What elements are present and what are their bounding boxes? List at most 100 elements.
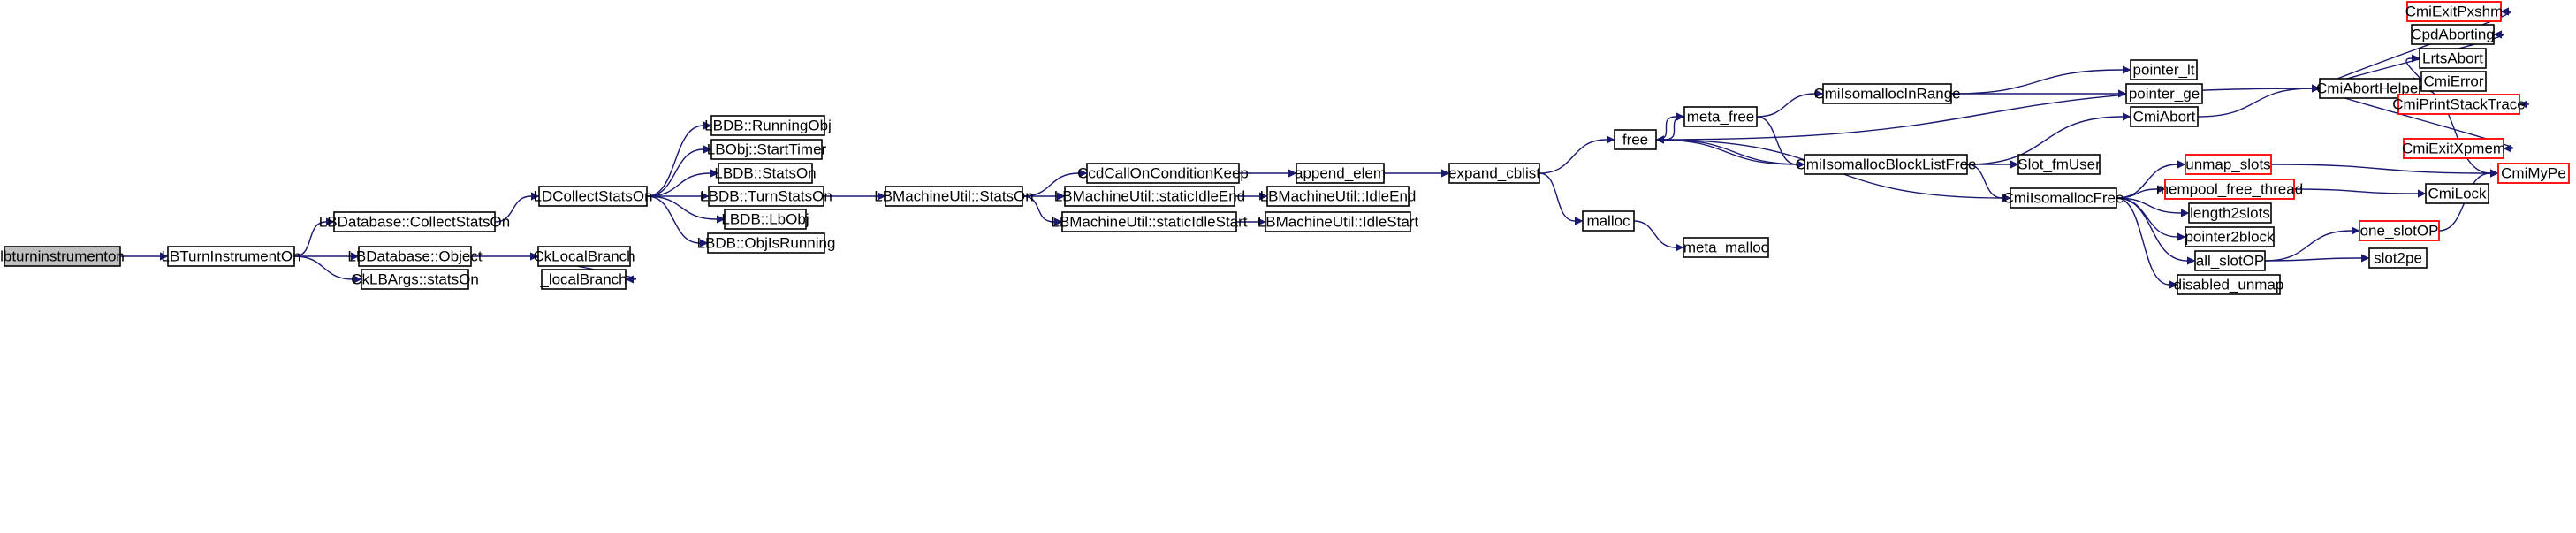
- node-box[interactable]: [710, 115, 825, 136]
- graph-node-slot-fm-user[interactable]: Slot_fmUser: [2017, 154, 2101, 175]
- graph-node-mempool-free-thread[interactable]: mempool_free_thread: [2156, 179, 2303, 200]
- node-box[interactable]: [2319, 78, 2420, 99]
- graph-node-ck-local-branch[interactable]: CkLocalBranch: [533, 246, 635, 267]
- node-box[interactable]: [718, 163, 813, 184]
- node-box[interactable]: [4, 246, 121, 267]
- node-box[interactable]: [724, 209, 807, 230]
- node-box[interactable]: [1061, 211, 1237, 232]
- node-box[interactable]: [2368, 247, 2428, 269]
- graph-node-malloc[interactable]: malloc: [1582, 210, 1635, 232]
- node-box[interactable]: [708, 186, 824, 207]
- graph-node-lbdatabase-collect-stats-on[interactable]: LBDatabase::CollectStatsOn: [319, 211, 510, 232]
- node-box[interactable]: [2185, 226, 2275, 247]
- node-box[interactable]: [1296, 163, 1385, 184]
- graph-node-lbdb-lb-obj[interactable]: LBDB::LbObj: [721, 209, 809, 230]
- graph-node-unmap-slots[interactable]: unmap_slots: [2185, 154, 2272, 175]
- graph-node-lbmachine-util-static-idle-start[interactable]: LBMachineUtil::staticIdleStart: [1051, 211, 1248, 232]
- node-box[interactable]: [537, 246, 631, 267]
- graph-node-expand-cblist[interactable]: expand_cblist: [1448, 163, 1540, 184]
- node-box[interactable]: [333, 211, 496, 232]
- graph-node-lbmachine-util-idle-end[interactable]: LBMachineUtil::IdleEnd: [1260, 186, 1417, 207]
- graph-node-one-slot-op[interactable]: one_slotOP: [2359, 220, 2440, 241]
- node-box[interactable]: [361, 269, 469, 290]
- graph-node-pointer-lt[interactable]: pointer_lt: [2130, 59, 2198, 80]
- node-box[interactable]: [1064, 186, 1235, 207]
- node-box[interactable]: [2130, 59, 2198, 80]
- graph-node-ldcollect-stats-on[interactable]: LDCollectStatsOn: [533, 186, 653, 207]
- graph-node-cmi-print-stack-trace[interactable]: CmiPrintStackTrace: [2392, 94, 2526, 115]
- node-box[interactable]: [1683, 106, 1758, 127]
- node-box[interactable]: [167, 246, 295, 267]
- node-box[interactable]: [2397, 94, 2520, 115]
- graph-node-lbdb-stats-on[interactable]: LBDB::StatsOn: [714, 163, 817, 184]
- graph-node-lbmachine-util-idle-start[interactable]: LBMachineUtil::IdleStart: [1258, 211, 1419, 232]
- graph-node-lbturninstrumenton[interactable]: lbturninstrumenton: [0, 246, 125, 267]
- graph-node-ccd-call-on-condition-keep[interactable]: CcdCallOnConditionKeep: [1077, 163, 1249, 184]
- graph-node-cmi-error[interactable]: CmiError: [2420, 71, 2487, 92]
- node-box[interactable]: [1804, 154, 1968, 175]
- node-box[interactable]: [710, 139, 823, 160]
- node-box[interactable]: [538, 186, 648, 207]
- node-box[interactable]: [2177, 274, 2281, 295]
- node-box[interactable]: [358, 246, 472, 267]
- node-box[interactable]: [2130, 106, 2199, 127]
- graph-node-lbdb-obj-is-running[interactable]: LBDB::ObjIsRunning: [697, 232, 836, 254]
- graph-node-length2slots[interactable]: length2slots: [2188, 202, 2272, 224]
- graph-node-free[interactable]: free: [1614, 129, 1657, 150]
- graph-node-pointer-ge[interactable]: pointer_ge: [2125, 83, 2203, 104]
- node-box[interactable]: [2017, 154, 2101, 175]
- graph-node-lbturn-instrument-on[interactable]: LBTurnInstrumentOn: [161, 246, 301, 267]
- graph-node-all-slot-op[interactable]: all_slotOP: [2194, 250, 2266, 271]
- node-box[interactable]: [2188, 202, 2272, 224]
- graph-node-slot2pe[interactable]: slot2pe: [2368, 247, 2428, 269]
- graph-node-lbdb-turn-stats-on[interactable]: LBDB::TurnStatsOn: [700, 186, 832, 207]
- node-box[interactable]: [2420, 71, 2487, 92]
- graph-node-cmi-exit-pxshm[interactable]: CmiExitPxshm: [2405, 1, 2504, 22]
- node-box[interactable]: [1822, 83, 1952, 104]
- graph-node-cpd-aborting[interactable]: CpdAborting: [2411, 24, 2495, 45]
- node-box[interactable]: [1683, 237, 1769, 258]
- node-box[interactable]: [1614, 129, 1657, 150]
- graph-node-lbdatabase-object[interactable]: LBDatabase::Object: [347, 246, 483, 267]
- graph-node-cmi-isomalloc-in-range[interactable]: CmiIsomallocInRange: [1813, 83, 1961, 104]
- node-box[interactable]: [2419, 48, 2487, 69]
- node-box[interactable]: [2425, 183, 2489, 204]
- graph-node-cmi-abort[interactable]: CmiAbort: [2130, 106, 2199, 127]
- node-box[interactable]: [2403, 138, 2504, 159]
- graph-node-lrts-abort[interactable]: LrtsAbort: [2419, 48, 2487, 69]
- graph-node-cmi-isomalloc-free[interactable]: CmiIsomallocFree: [2003, 187, 2124, 209]
- graph-node-lbdb-running-obj[interactable]: LBDB::RunningObj: [704, 115, 832, 136]
- node-box[interactable]: [2359, 220, 2440, 241]
- graph-node-append-elem[interactable]: append_elem: [1295, 163, 1386, 184]
- node-box[interactable]: [541, 269, 627, 290]
- graph-node-cmi-lock[interactable]: CmiLock: [2425, 183, 2489, 204]
- graph-node-lbmachine-util-static-idle-end[interactable]: LBMachineUtil::staticIdleEnd: [1054, 186, 1245, 207]
- graph-node-meta-malloc[interactable]: meta_malloc: [1683, 237, 1769, 258]
- graph-node-ck-lbargs-stats-on[interactable]: CkLBArgs::statsOn: [351, 269, 479, 290]
- graph-node-local-branch[interactable]: _localBranch: [539, 269, 627, 290]
- graph-node-disabled-unmap[interactable]: disabled_unmap: [2174, 274, 2284, 295]
- node-box[interactable]: [1266, 186, 1410, 207]
- node-box[interactable]: [885, 186, 1023, 207]
- graph-node-cmi-isomalloc-block-list-free[interactable]: CmiIsomallocBlockListFree: [1796, 154, 1977, 175]
- node-box[interactable]: [2185, 154, 2272, 175]
- node-box[interactable]: [2497, 163, 2570, 184]
- node-box[interactable]: [2010, 187, 2117, 209]
- graph-node-pointer2block[interactable]: pointer2block: [2185, 226, 2275, 247]
- node-box[interactable]: [2164, 179, 2295, 200]
- graph-node-cmi-abort-helper[interactable]: CmiAbortHelper: [2316, 78, 2423, 99]
- node-box[interactable]: [1582, 210, 1635, 232]
- node-box[interactable]: [2406, 1, 2502, 22]
- node-box[interactable]: [2125, 83, 2203, 104]
- graph-node-lbmachine-util-stats-on[interactable]: LBMachineUtil::StatsOn: [874, 186, 1034, 207]
- node-box[interactable]: [2411, 24, 2495, 45]
- graph-node-lbobj-start-timer[interactable]: LBObj::StartTimer: [707, 139, 827, 160]
- graph-node-cmi-exit-xpmem[interactable]: CmiExitXpmem: [2402, 138, 2505, 159]
- graph-node-cmi-my-pe[interactable]: CmiMyPe: [2497, 163, 2570, 184]
- graph-node-meta-free[interactable]: meta_free: [1683, 106, 1758, 127]
- node-box[interactable]: [2194, 250, 2266, 271]
- node-box[interactable]: [1265, 211, 1411, 232]
- node-box[interactable]: [1448, 163, 1540, 184]
- node-box[interactable]: [707, 232, 825, 254]
- node-box[interactable]: [1086, 163, 1240, 184]
